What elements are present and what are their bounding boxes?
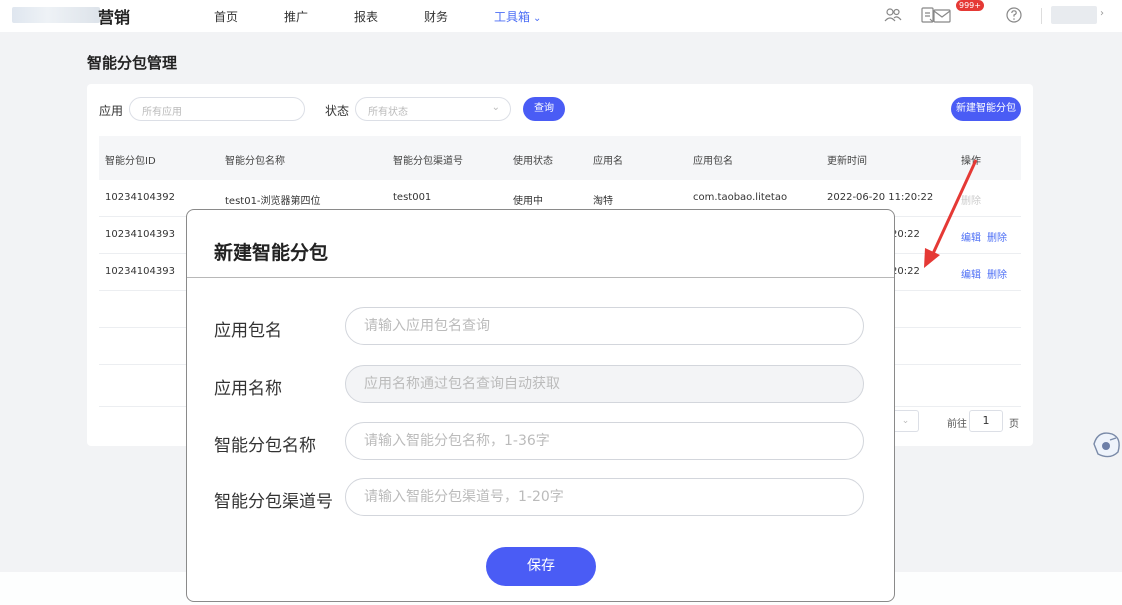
nav-item-toolbox-label: 工具箱 [494,10,531,24]
users-icon[interactable] [884,6,902,24]
page-number-input[interactable]: 1 [969,410,1003,432]
table-header: 智能分包ID 智能分包名称 智能分包渠道号 使用状态 应用名 应用包名 更新时间… [99,136,1021,180]
assistant-icon[interactable] [1088,424,1122,464]
message-badge: 999+ [956,0,984,11]
cell-time: 2022-06-20 11:20:22 [827,192,934,203]
chevron-down-icon[interactable]: › [1100,8,1104,19]
cell-time: 20:22 [891,229,920,240]
modal-title: 新建智能分包 [214,242,329,264]
cell-status: 使用中 [513,196,543,207]
top-nav-bar: 营销 首页 推广 报表 财务 工具箱⌄ 999+ › [0,0,1122,32]
edit-button[interactable]: 编辑 [961,270,981,281]
column-header: 智能分包ID [105,156,156,167]
column-header: 使用状态 [513,156,553,167]
cell-id: 10234104393 [105,266,175,277]
nav-item-toolbox[interactable]: 工具箱⌄ [494,8,541,25]
avatar[interactable] [1051,6,1097,24]
logo-image[interactable] [12,7,100,23]
page-size-select[interactable]: ⌄ [893,410,919,432]
status-filter-select[interactable]: 所有状态 ⌄ [355,97,511,121]
status-filter-placeholder: 所有状态 [368,107,408,118]
modal-divider [187,277,894,278]
nav-divider [1041,8,1042,24]
cell-id: 10234104392 [105,192,175,203]
help-icon[interactable] [1005,6,1023,24]
page-suffix-label: 页 [1009,419,1019,430]
package-name-input[interactable]: 请输入应用包名查询 [345,307,864,345]
column-header: 更新时间 [827,156,867,167]
create-package-button[interactable]: 新建智能分包 [951,97,1021,121]
column-header: 智能分包名称 [225,156,285,167]
nav-item-home[interactable]: 首页 [214,10,239,24]
smart-package-name-placeholder: 请输入智能分包名称，1-36字 [364,433,550,449]
column-header: 应用名 [593,156,623,167]
app-filter-placeholder: 所有应用 [142,107,182,118]
status-filter-label: 状态 [325,104,350,118]
field-label: 应用名称 [214,379,282,399]
column-header: 应用包名 [693,156,733,167]
delete-button-disabled: 删除 [961,196,981,207]
column-header: 操作 [961,156,981,167]
channel-number-input[interactable]: 请输入智能分包渠道号，1-20字 [345,478,864,516]
cell-channel: test001 [393,192,432,203]
logo-text: 营销 [98,8,131,27]
chevron-down-icon: ⌄ [533,13,542,24]
app-name-input: 应用名称通过包名查询自动获取 [345,365,864,403]
query-button[interactable]: 查询 [523,97,565,121]
cell-package: com.taobao.litetao [693,192,788,203]
edit-button[interactable]: 编辑 [961,233,981,244]
field-label: 智能分包名称 [214,436,316,456]
nav-item-finance[interactable]: 财务 [424,10,449,24]
app-name-placeholder: 应用名称通过包名查询自动获取 [364,376,560,392]
chevron-down-icon: ⌄ [491,102,500,113]
page-title: 智能分包管理 [87,54,178,72]
create-package-modal: 新建智能分包 应用包名 请输入应用包名查询 应用名称 应用名称通过包名查询自动获… [186,209,895,602]
nav-item-promotion[interactable]: 推广 [284,10,309,24]
field-label: 应用包名 [214,321,282,341]
cell-id: 10234104393 [105,229,175,240]
delete-button[interactable]: 删除 [987,270,1007,281]
mail-icon[interactable] [932,6,952,24]
app-filter-select[interactable]: 所有应用 [129,97,305,121]
column-header: 智能分包渠道号 [393,156,463,167]
document-icon[interactable] [919,6,937,24]
cell-name: test01-浏览器第四位 [225,196,321,207]
save-button[interactable]: 保存 [486,547,596,586]
smart-package-name-input[interactable]: 请输入智能分包名称，1-36字 [345,422,864,460]
app-filter-label: 应用 [99,104,124,118]
nav-item-reports[interactable]: 报表 [354,10,379,24]
cell-app: 淘特 [593,196,613,207]
channel-number-placeholder: 请输入智能分包渠道号，1-20字 [364,489,564,505]
package-name-placeholder: 请输入应用包名查询 [364,318,490,334]
delete-button[interactable]: 删除 [987,233,1007,244]
field-label: 智能分包渠道号 [214,492,333,512]
cell-time: 20:22 [891,266,920,277]
goto-label: 前往 [947,419,967,430]
